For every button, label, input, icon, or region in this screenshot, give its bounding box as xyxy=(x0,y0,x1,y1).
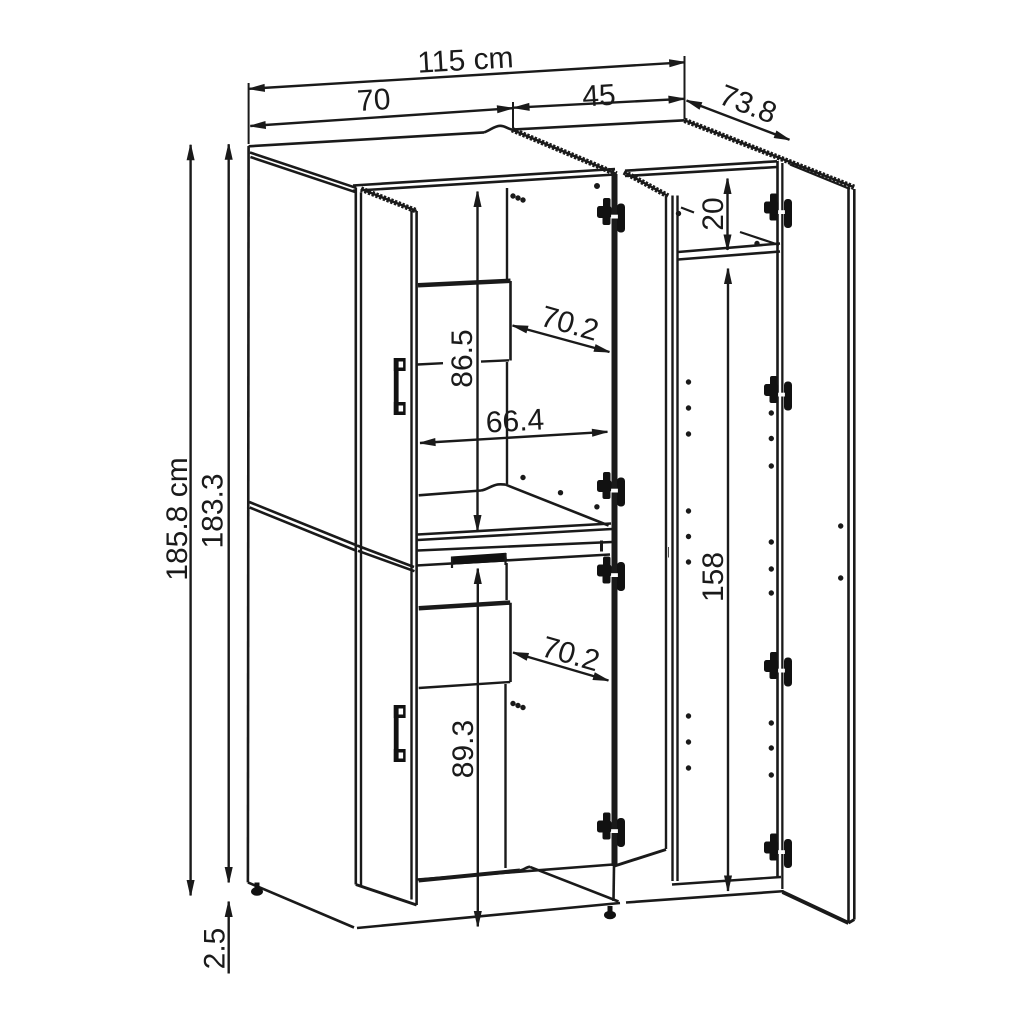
svg-text:70: 70 xyxy=(356,83,392,118)
svg-text:66.4: 66.4 xyxy=(485,403,545,439)
svg-text:20: 20 xyxy=(697,197,730,230)
svg-text:158: 158 xyxy=(697,552,730,602)
svg-text:183.3: 183.3 xyxy=(197,473,230,548)
svg-text:2.5: 2.5 xyxy=(199,928,232,970)
svg-text:185.8 cm: 185.8 cm xyxy=(161,457,194,580)
svg-text:115 cm: 115 cm xyxy=(417,41,515,79)
svg-text:89.3: 89.3 xyxy=(447,720,480,778)
svg-text:86.5: 86.5 xyxy=(446,329,479,387)
svg-text:45: 45 xyxy=(581,79,616,114)
